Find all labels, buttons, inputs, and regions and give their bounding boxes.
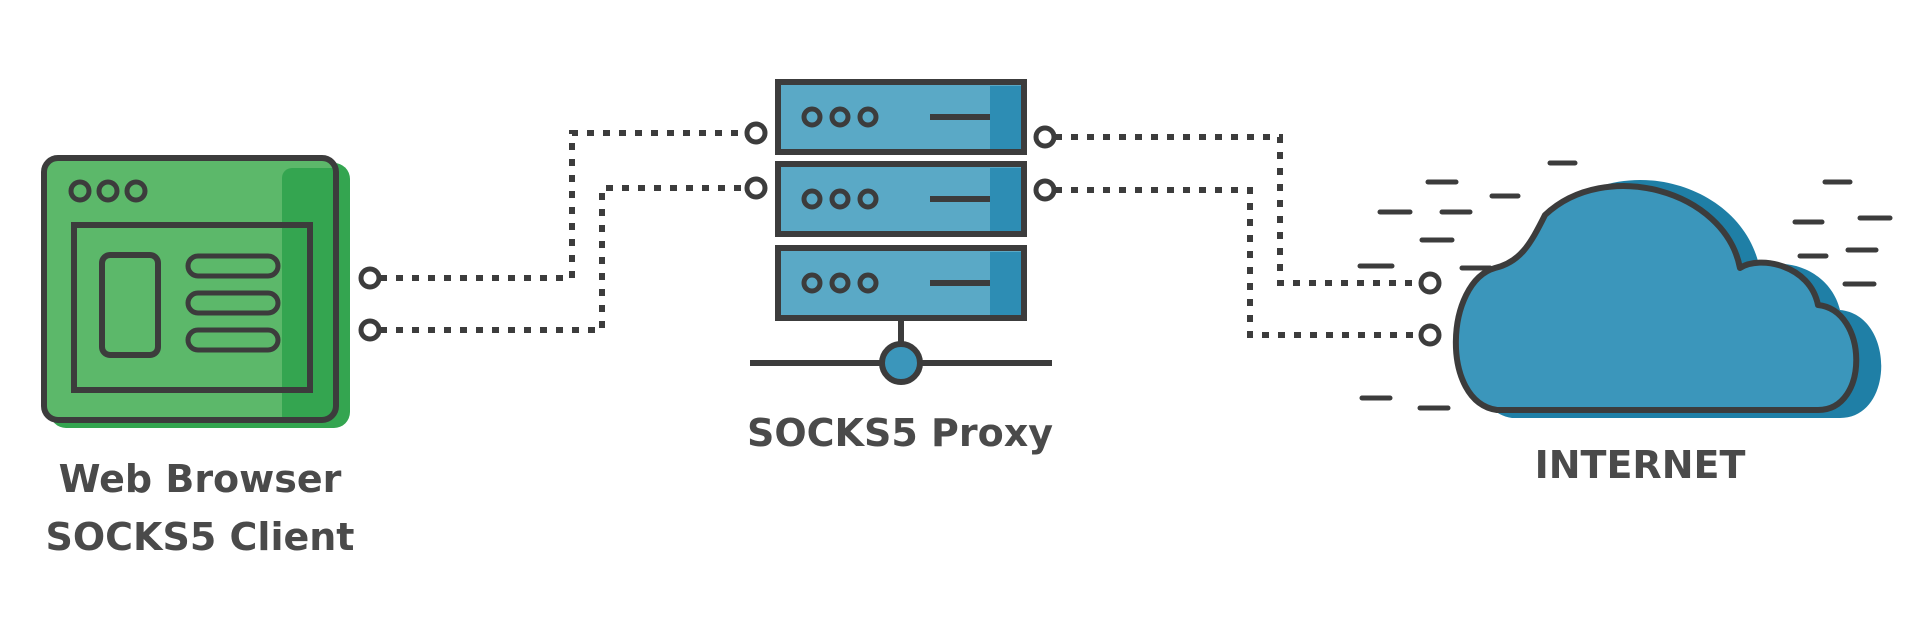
port-circle <box>1033 178 1057 202</box>
web-browser-label-line1: Web Browser <box>58 457 342 501</box>
web-browser-label: Web Browser SOCKS5 Client <box>20 450 380 566</box>
motion-lines <box>1357 160 1893 411</box>
connector-endpoints-internet <box>1033 125 1442 347</box>
connector-endpoints-client <box>358 121 768 342</box>
port-circle <box>358 318 382 342</box>
port-circle <box>1418 323 1442 347</box>
port-circle <box>1418 271 1442 295</box>
connector-proxy-internet <box>1055 134 1420 338</box>
dotted-link-lower <box>1055 187 1420 338</box>
server-rack-icon <box>750 79 1052 385</box>
dotted-link-upper <box>1055 134 1420 286</box>
port-circle <box>744 176 768 200</box>
internet-label: INTERNET <box>1534 443 1746 487</box>
server-unit-2 <box>775 161 1027 237</box>
dotted-link-upper <box>380 130 745 281</box>
port-circle <box>1033 125 1057 149</box>
proxy-label: SOCKS5 Proxy <box>746 411 1054 455</box>
server-unit-3 <box>775 245 1027 321</box>
port-circle <box>358 266 382 290</box>
web-browser-window-icon <box>41 155 350 428</box>
web-browser-label-line2: SOCKS5 Client <box>45 515 355 559</box>
connector-client-proxy <box>380 130 745 333</box>
network-node <box>879 341 923 385</box>
port-circle <box>744 121 768 145</box>
cloud-icon <box>1357 160 1893 418</box>
dotted-link-lower <box>380 185 745 333</box>
cloud-body <box>1452 183 1860 413</box>
server-unit-1 <box>775 79 1027 155</box>
